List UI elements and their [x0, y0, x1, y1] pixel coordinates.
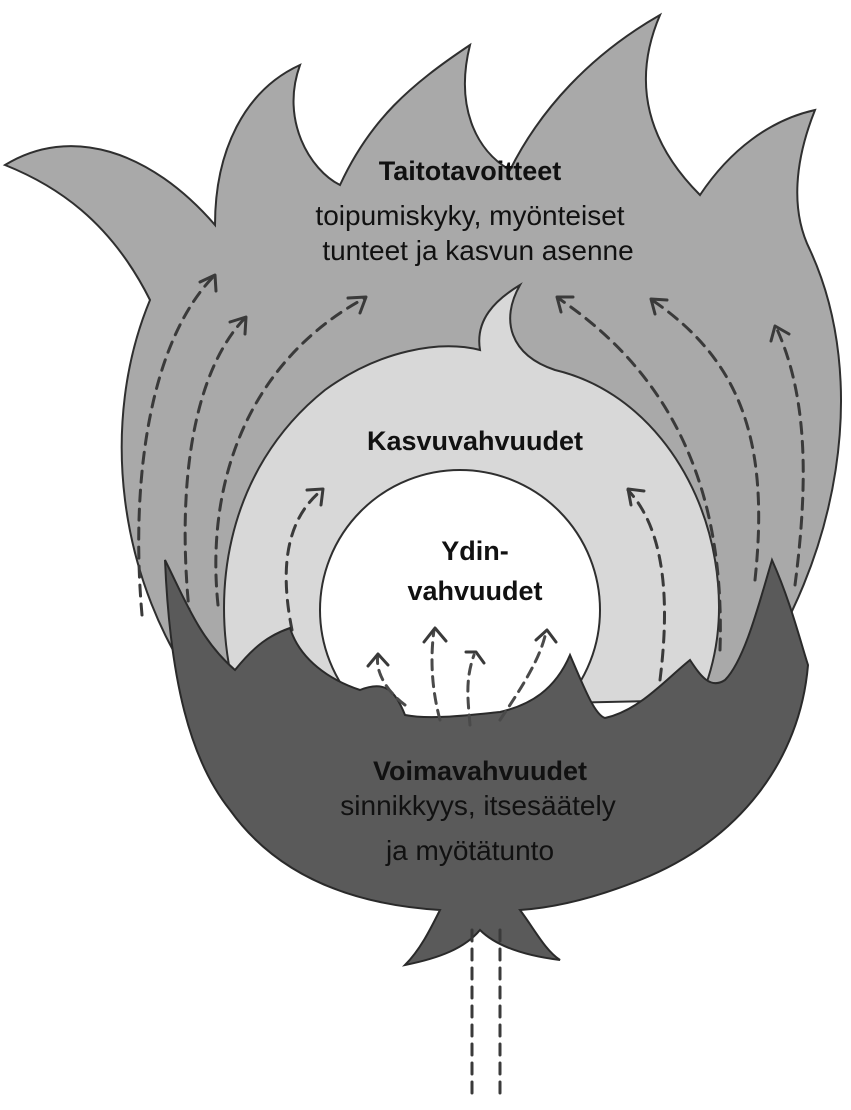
core-title-line-1: Ydin-: [441, 536, 509, 566]
root-arrows: [472, 930, 500, 1100]
middle-title: Kasvuvahvuudet: [367, 426, 583, 456]
base-line-2: ja myötätunto: [385, 835, 554, 866]
outer-line-1: toipumiskyky, myönteiset: [315, 200, 624, 231]
outer-line-2: tunteet ja kasvun asenne: [322, 235, 633, 266]
core-title-line-2: vahvuudet: [407, 576, 542, 606]
outer-title: Taitotavoitteet: [379, 156, 562, 186]
base-line-1: sinnikkyys, itsesäätely: [340, 790, 615, 821]
base-title: Voimavahvuudet: [373, 756, 587, 786]
